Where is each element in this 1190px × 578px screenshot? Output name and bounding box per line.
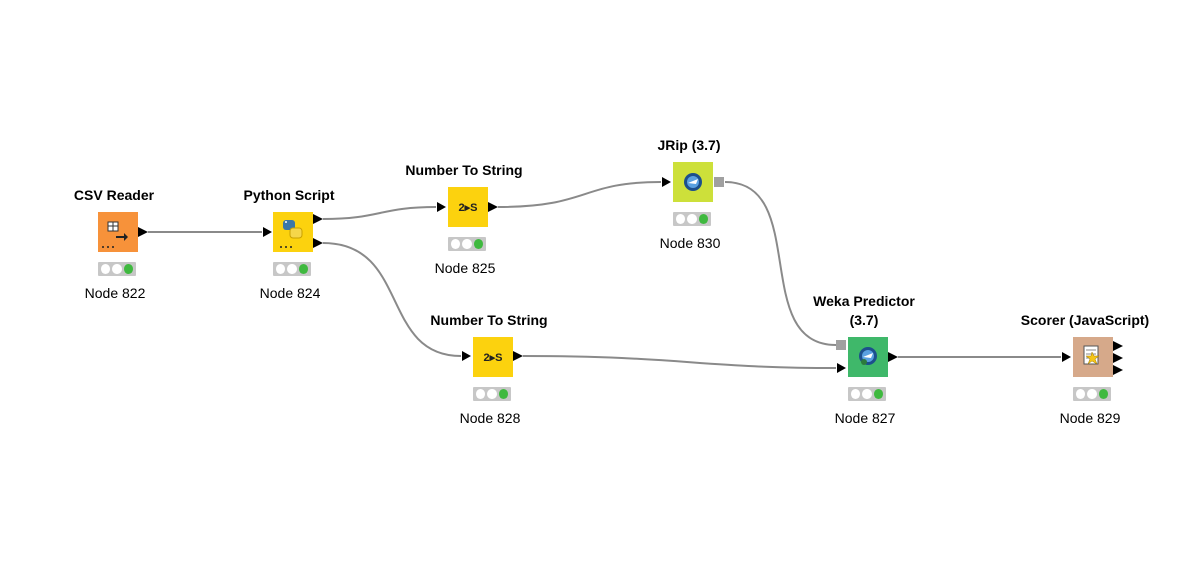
node-828-out-port[interactable] <box>513 351 523 361</box>
csv-reader-icon <box>102 221 128 248</box>
node-829-label: Node 829 <box>1059 410 1121 426</box>
status-light-green <box>498 389 508 399</box>
node-830-title: JRip (3.7) <box>657 137 721 153</box>
node-830-model-out-port[interactable] <box>714 177 724 187</box>
connection-825-830[interactable] <box>497 181 662 208</box>
status-light-red <box>1076 389 1086 399</box>
node-825-out-port[interactable] <box>488 202 498 212</box>
node-822[interactable] <box>98 212 148 252</box>
status-light-red <box>676 214 686 224</box>
node-829-in-port[interactable] <box>1062 352 1071 362</box>
scorer-icon <box>1083 345 1100 365</box>
number-to-string-icon: 2▸S <box>459 202 478 214</box>
status-light-red <box>101 264 111 274</box>
node-825-in-port[interactable] <box>437 202 446 212</box>
node-827-model-in-port[interactable] <box>836 340 846 350</box>
node-827-out-port[interactable] <box>888 352 898 362</box>
status-light-yellow <box>687 214 697 224</box>
connection-830-827[interactable] <box>724 181 837 346</box>
status-light-red <box>476 389 486 399</box>
node-824-title: Python Script <box>243 187 335 203</box>
node-830-in-port[interactable] <box>662 177 671 187</box>
connections-layer <box>148 181 1061 369</box>
node-825-label: Node 825 <box>434 260 496 276</box>
node-830-status <box>673 212 711 226</box>
node-829-out-port-2[interactable] <box>1113 353 1123 363</box>
node-824[interactable] <box>263 212 323 252</box>
node-829-out-port-3[interactable] <box>1113 365 1123 375</box>
node-828-in-port[interactable] <box>462 351 471 361</box>
status-light-yellow <box>1087 389 1097 399</box>
node-829-out-port-1[interactable] <box>1113 341 1123 351</box>
node-828[interactable]: 2▸S <box>462 337 523 377</box>
status-light-green <box>473 239 483 249</box>
node-827[interactable] <box>836 337 898 377</box>
node-827-label: Node 827 <box>834 410 896 426</box>
node-828-title: Number To String <box>430 312 548 328</box>
status-light-red <box>276 264 286 274</box>
node-827-status <box>848 387 886 401</box>
status-light-green <box>698 214 708 224</box>
node-825[interactable]: 2▸S <box>437 187 498 227</box>
status-light-green <box>123 264 133 274</box>
node-828-body[interactable] <box>473 337 513 377</box>
status-light-green <box>1098 389 1108 399</box>
status-light-yellow <box>112 264 122 274</box>
status-light-red <box>451 239 461 249</box>
node-825-status <box>448 237 486 251</box>
node-829[interactable] <box>1062 337 1123 377</box>
node-824-label: Node 824 <box>259 285 321 301</box>
node-824-out-port-2[interactable] <box>313 238 323 248</box>
node-830-label: Node 830 <box>659 235 721 251</box>
status-light-yellow <box>487 389 497 399</box>
node-825-body[interactable] <box>448 187 488 227</box>
node-827-data-in-port[interactable] <box>837 363 846 373</box>
status-light-yellow <box>462 239 472 249</box>
node-829-status <box>1073 387 1111 401</box>
node-825-title: Number To String <box>405 162 523 178</box>
status-light-green <box>873 389 883 399</box>
connection-828-827[interactable] <box>522 355 837 369</box>
node-824-in-port[interactable] <box>263 227 272 237</box>
node-822-body[interactable] <box>98 212 138 252</box>
node-822-status <box>98 262 136 276</box>
node-829-title: Scorer (JavaScript) <box>1020 312 1150 328</box>
node-822-out-port[interactable] <box>138 227 148 237</box>
node-828-label: Node 828 <box>459 410 521 426</box>
connection-824-825[interactable] <box>322 206 437 220</box>
weka-learner-icon <box>684 173 702 191</box>
node-830[interactable] <box>662 162 724 202</box>
status-light-yellow <box>862 389 872 399</box>
node-822-label: Node 822 <box>84 285 146 301</box>
node-828-status <box>473 387 511 401</box>
node-822-title: CSV Reader <box>73 187 155 203</box>
number-to-string-icon: 2▸S <box>484 352 503 364</box>
status-light-green <box>298 264 308 274</box>
status-light-yellow <box>287 264 297 274</box>
node-827-title: Weka Predictor (3.7) <box>813 293 915 328</box>
weka-predictor-icon <box>859 347 877 365</box>
node-824-status <box>273 262 311 276</box>
python-icon <box>280 220 303 248</box>
node-824-out-port-1[interactable] <box>313 214 323 224</box>
connection-824-828[interactable] <box>322 242 462 357</box>
status-light-red <box>851 389 861 399</box>
